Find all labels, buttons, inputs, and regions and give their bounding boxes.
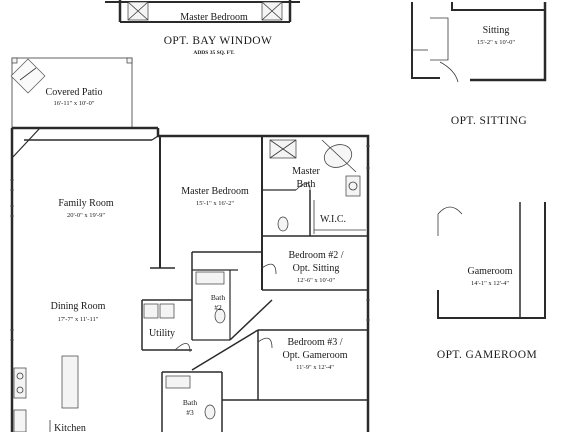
grill-icon — [10, 58, 46, 94]
kitchen-label: Kitchen — [54, 423, 86, 432]
bath3-label-line2: #3 — [186, 408, 194, 417]
bedroom2-dimensions: 12'-6" x 10'-0" — [297, 277, 335, 284]
wic-label: W.I.C. — [320, 214, 346, 225]
bay-window-sqft-note: ADDS 35 SQ. FT. — [193, 50, 235, 56]
covered-patio-dimensions: 16'-11" x 10'-0" — [54, 100, 95, 107]
bedroom2-label-line2: Opt. Sitting — [293, 263, 340, 274]
kitchen-island — [61, 355, 79, 409]
bedroom2-label-line1: Bedroom #2 / — [289, 250, 344, 261]
toilet-icon — [277, 216, 289, 232]
sitting-dimensions: 15'-2" x 10'-0" — [477, 39, 515, 46]
bath2-label-line1: Bath — [211, 293, 225, 302]
opt-sitting-detail: Sitting 15'-2" x 10'-0" OPT. SITTING — [411, 2, 547, 127]
master-bedroom-label: Master Bedroom — [181, 186, 249, 197]
sitting-label: Sitting — [483, 25, 510, 36]
bathtub-icon — [321, 139, 357, 173]
bay-master-bedroom-label: Master Bedroom — [180, 12, 248, 23]
main-floor-plan — [10, 57, 370, 432]
opt-bay-window-heading: OPT. BAY WINDOW — [164, 35, 273, 47]
opt-bay-window-detail: Master Bedroom OPT. BAY WINDOW ADDS 35 S… — [105, 0, 300, 56]
covered-patio-label: Covered Patio — [46, 87, 103, 98]
utility-label: Utility — [149, 328, 175, 339]
room-labels: Covered Patio 16'-11" x 10'-0" Family Ro… — [46, 87, 348, 432]
opt-gameroom-heading: OPT. GAMEROOM — [437, 349, 537, 361]
bedroom3-label-line1: Bedroom #3 / — [288, 337, 343, 348]
bath2-label-line2: #2 — [214, 303, 222, 312]
gameroom-dimensions: 14'-1" x 12'-4" — [471, 280, 509, 287]
gameroom-label: Gameroom — [468, 266, 513, 277]
bedroom3-dimensions: 11'-9" x 12'-4" — [296, 364, 334, 371]
family-room-dimensions: 20'-0" x 19'-9" — [67, 212, 105, 219]
dining-room-dimensions: 17'-7" x 11'-11" — [58, 316, 99, 323]
bedroom3-label-line2: Opt. Gameroom — [283, 350, 348, 361]
dining-room-label: Dining Room — [51, 301, 106, 312]
bath3-label-line1: Bath — [183, 398, 197, 407]
master-bedroom-dimensions: 15'-1" x 16'-2" — [196, 200, 234, 207]
family-room-label: Family Room — [58, 198, 114, 209]
master-bath-label-line1: Master — [292, 166, 320, 177]
opt-gameroom-detail: Gameroom 14'-1" x 12'-4" OPT. GAMEROOM — [437, 202, 546, 361]
opt-sitting-heading: OPT. SITTING — [451, 115, 527, 127]
master-bath-label-line2: Bath — [297, 179, 316, 190]
